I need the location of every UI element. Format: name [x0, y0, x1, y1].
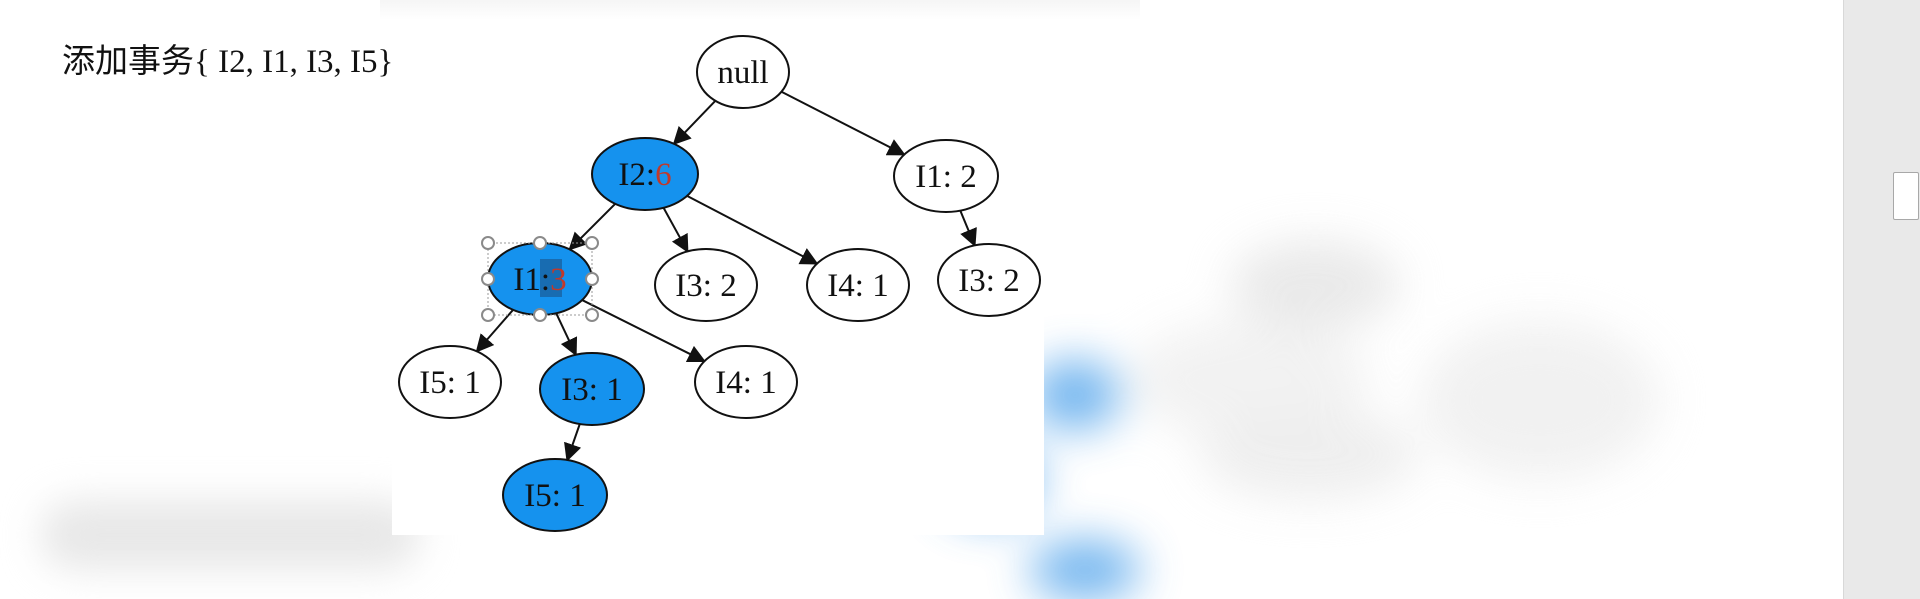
node-ellipse	[694, 345, 798, 419]
tree-node-i3-b[interactable]: I3: 2	[937, 243, 1041, 317]
tree-node-i1[interactable]: I1:3	[487, 242, 593, 316]
node-label: I4: 1	[827, 268, 888, 304]
node-label-text: I4: 1	[827, 268, 888, 304]
node-ellipse	[539, 352, 645, 426]
node-label-text: I3: 2	[675, 268, 736, 304]
node-ellipse	[591, 137, 699, 211]
node-label: I5: 1	[419, 365, 480, 401]
node-label-text: I2:	[618, 157, 655, 193]
node-label-text: I3: 2	[958, 263, 1019, 299]
edge-i1-to-i3-c	[555, 312, 578, 357]
toolbar-fade	[380, 0, 1140, 20]
edge-i1-top-to-i3-b	[959, 210, 977, 248]
tree-edges	[475, 90, 977, 462]
node-label-text: I5: 1	[524, 478, 585, 514]
resize-handle[interactable]	[533, 236, 547, 250]
tree-node-i3-c[interactable]: I3: 1	[539, 352, 645, 426]
node-ellipse	[502, 458, 608, 532]
tree-node-null[interactable]: null	[696, 35, 790, 109]
edge-i1-to-i4-b	[581, 299, 706, 363]
tree-node-i4-b[interactable]: I4: 1	[694, 345, 798, 419]
scrollbar-thumb[interactable]	[1893, 172, 1919, 220]
resize-handle[interactable]	[585, 236, 599, 250]
node-label: I5: 1	[524, 478, 585, 514]
node-label-text: I3: 1	[561, 372, 622, 408]
node-count: 6	[655, 157, 672, 193]
node-ellipse	[806, 248, 910, 322]
tree-node-i3-a[interactable]: I3: 2	[654, 248, 758, 322]
resize-handle[interactable]	[585, 272, 599, 286]
edge-i2-to-i3-a	[662, 207, 689, 254]
node-ellipse	[654, 248, 758, 322]
edge-null-to-i2	[672, 100, 717, 146]
node-label: null	[717, 55, 768, 91]
node-ellipse	[937, 243, 1041, 317]
tree-node-i2[interactable]: I2:6	[591, 137, 699, 211]
tree-node-i5-a[interactable]: I5: 1	[398, 345, 502, 419]
node-label: I1: 2	[915, 159, 976, 195]
node-label: I3: 1	[561, 372, 622, 408]
edge-i1-to-i5-a	[475, 309, 514, 353]
edge-i3-c-to-i5-b	[564, 423, 582, 462]
resize-handle[interactable]	[585, 308, 599, 322]
blurred-background	[40, 500, 420, 570]
node-ellipse	[398, 345, 502, 419]
resize-handle[interactable]	[481, 272, 495, 286]
resize-handle[interactable]	[533, 308, 547, 322]
node-label: I4: 1	[715, 365, 776, 401]
node-label-text: null	[717, 55, 768, 91]
node-label-text: I1:	[513, 262, 550, 298]
vertical-scrollbar[interactable]	[1843, 0, 1920, 599]
node-label: I3: 2	[675, 268, 736, 304]
node-ellipse	[696, 35, 790, 109]
node-label-text: I5: 1	[419, 365, 480, 401]
tree-node-i4-a[interactable]: I4: 1	[806, 248, 910, 322]
text-selection-highlight	[540, 259, 562, 297]
node-count: 3	[550, 262, 567, 298]
resize-handle[interactable]	[481, 308, 495, 322]
node-label: I3: 2	[958, 263, 1019, 299]
node-ellipse	[893, 139, 999, 213]
edge-i2-to-i4-a	[686, 195, 819, 265]
node-label: I2:6	[618, 157, 671, 193]
node-label-text: I4: 1	[715, 365, 776, 401]
blurred-diagram-reflection	[940, 180, 1840, 599]
edge-i2-to-i1	[568, 203, 616, 251]
tree-node-i1-top[interactable]: I1: 2	[893, 139, 999, 213]
tree-node-i5-b[interactable]: I5: 1	[502, 458, 608, 532]
node-label: I1:3	[513, 262, 566, 298]
edge-null-to-i1-top	[781, 90, 906, 156]
selection-handles[interactable]	[481, 236, 599, 322]
transaction-caption: 添加事务{ I2, I1, I3, I5}	[62, 44, 394, 80]
resize-handle[interactable]	[481, 236, 495, 250]
node-label-text: I1: 2	[915, 159, 976, 195]
